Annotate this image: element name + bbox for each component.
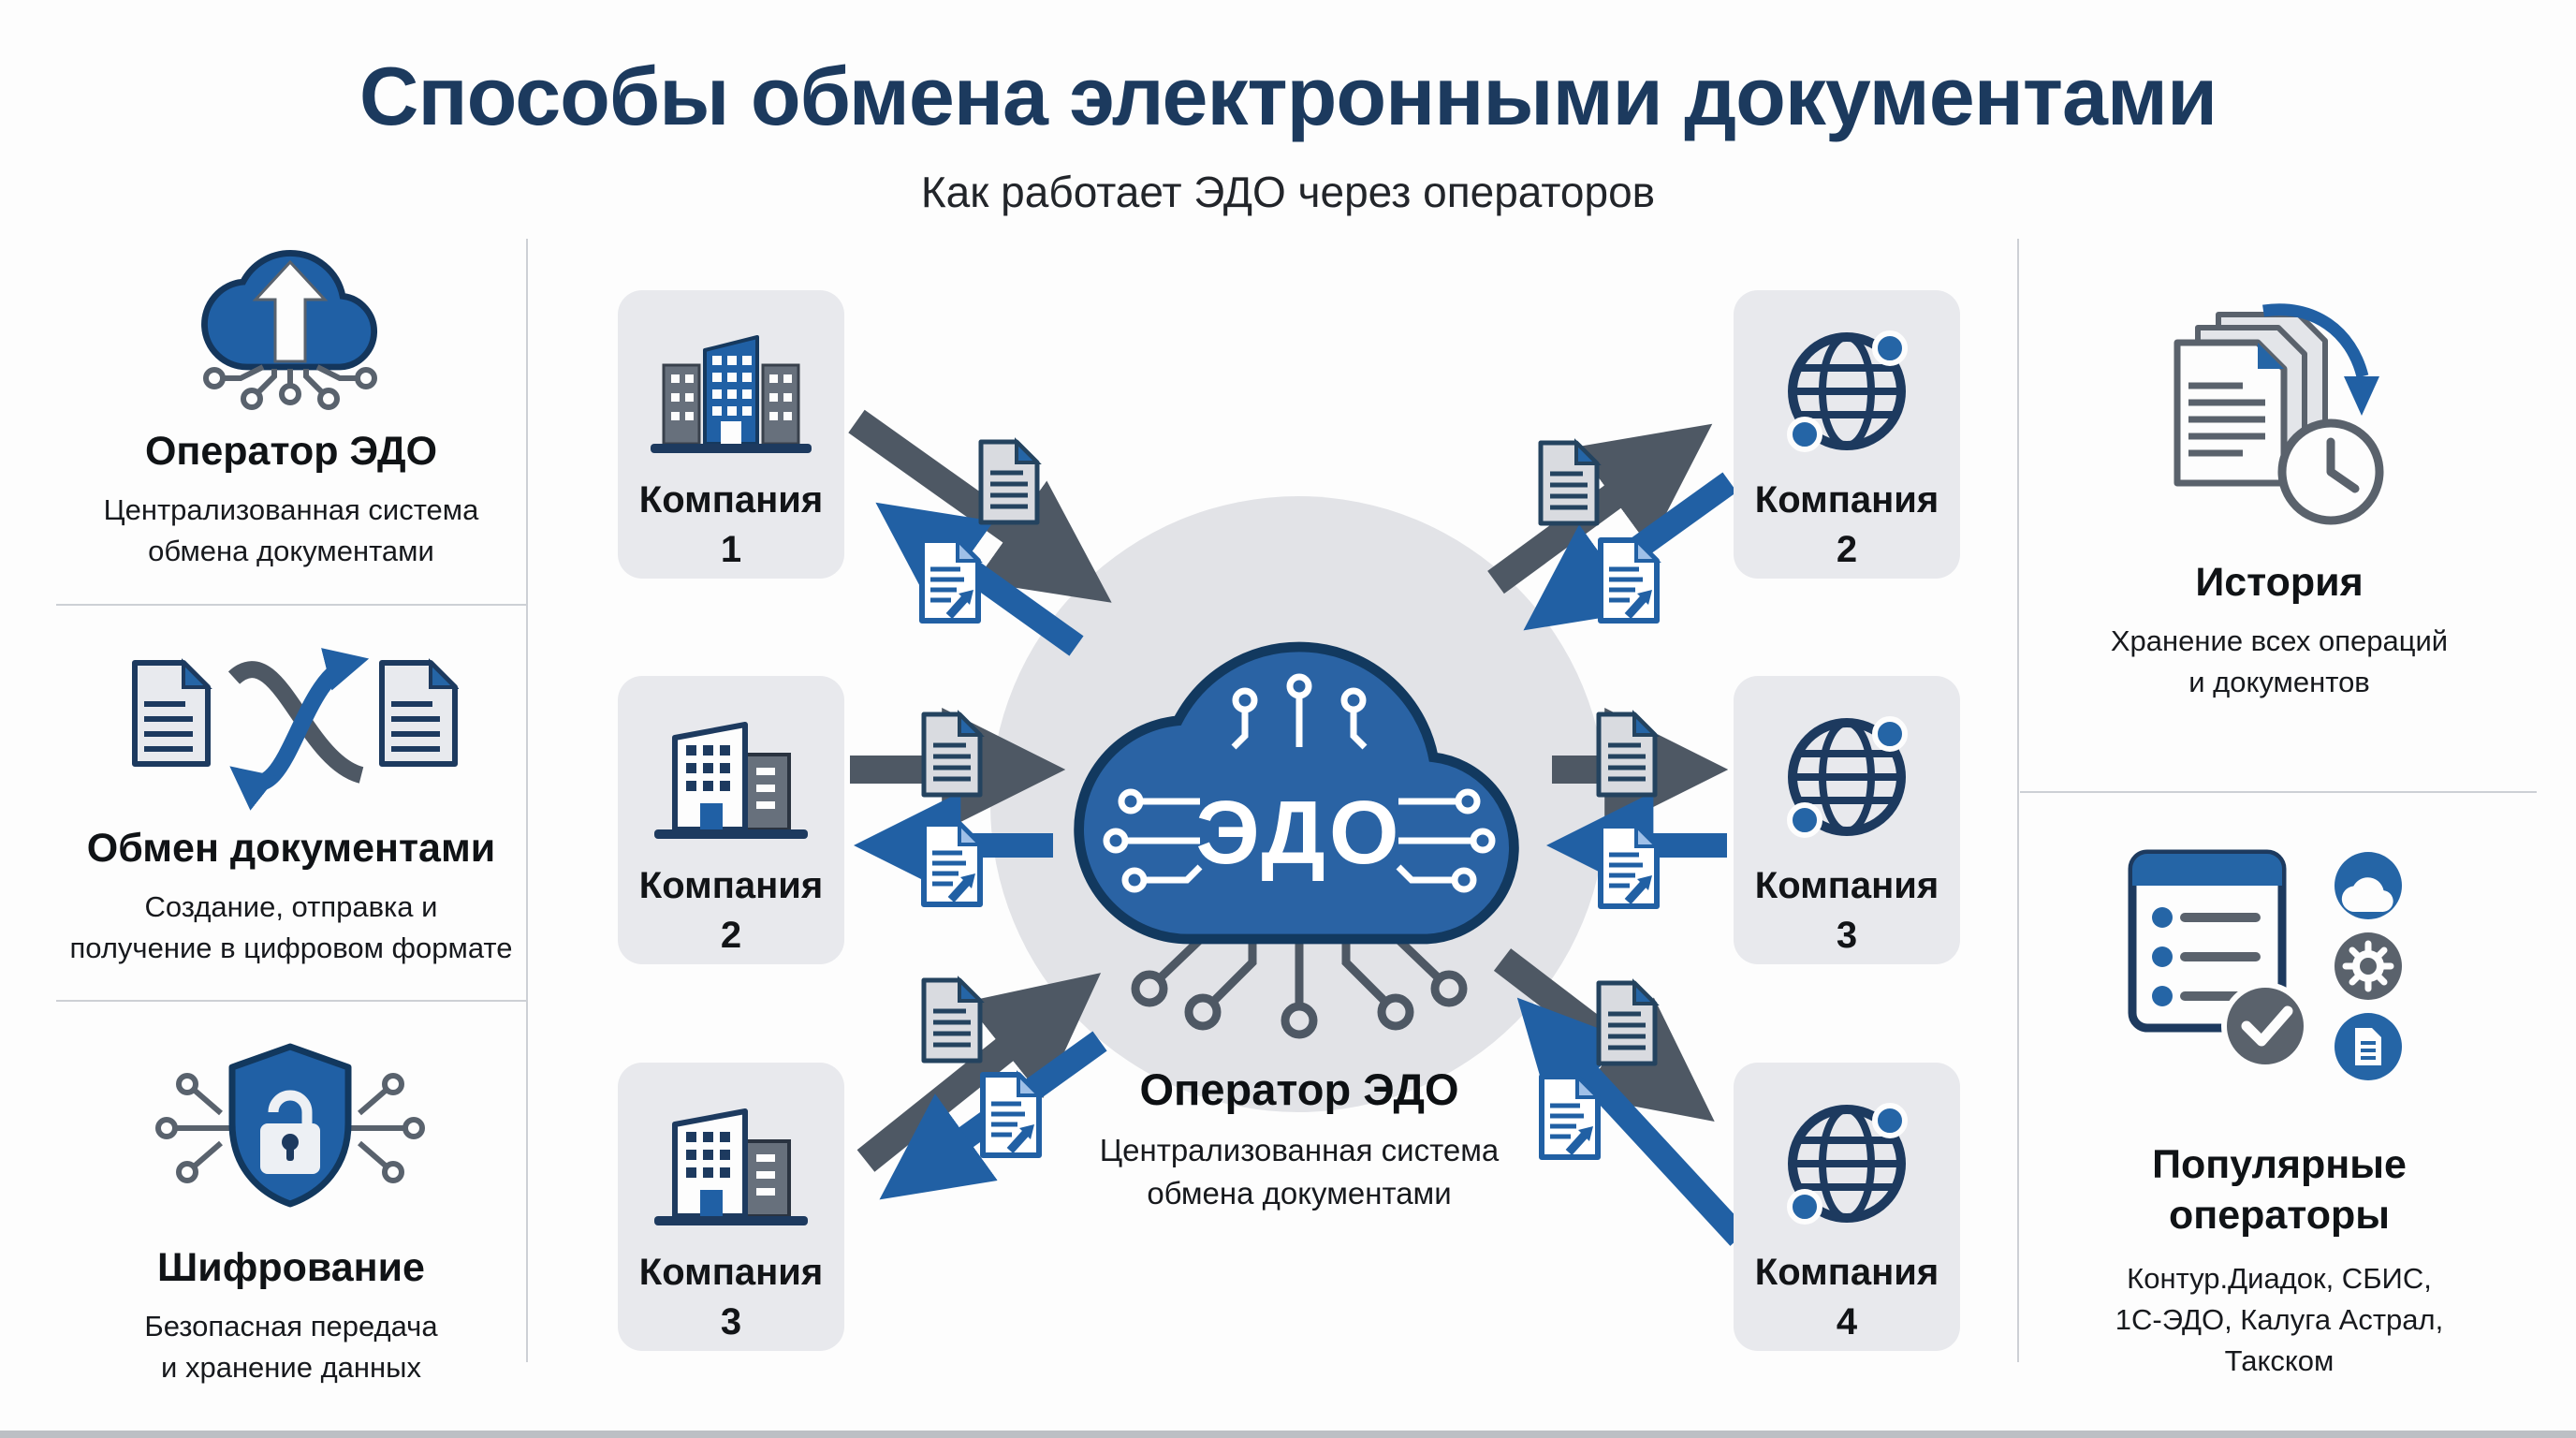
document-exchange-icon <box>132 648 459 811</box>
blue-swoosh-arrow <box>229 648 370 811</box>
company-number: 4 <box>1836 1300 1858 1343</box>
arrow-company1L-to-operator <box>848 409 1112 603</box>
company-box-right-4: Компания 4 <box>1734 1063 1960 1351</box>
document-icon <box>921 976 985 1064</box>
page-title: Способы обмена электронными документами <box>359 50 2217 142</box>
checklist-operators-icon <box>2128 849 2402 1080</box>
feature-desc-line: и хранение данных <box>161 1351 421 1385</box>
operator-desc-line: обмена документами <box>1147 1176 1452 1211</box>
document-send-icon <box>919 536 983 624</box>
feature-title: Оператор ЭДО <box>144 429 438 474</box>
shield-lock-icon <box>155 1043 425 1208</box>
globe-icon <box>1777 706 1917 848</box>
buildings-icon <box>647 1093 815 1235</box>
edo-cloud-icon: ЭДО <box>1074 641 1519 1039</box>
company-number: 2 <box>720 914 742 956</box>
feature-card-history: История Хранение всех операций и докумен… <box>2027 560 2532 703</box>
company-box-left-2: Компания 2 <box>618 676 844 964</box>
feature-desc-line: получение в цифровом формате <box>69 932 513 965</box>
feature-title-line: Популярные <box>2152 1142 2407 1187</box>
feature-title: История <box>2195 560 2364 605</box>
document-icon <box>1596 710 1660 798</box>
edo-cloud-label: ЭДО <box>1196 783 1403 883</box>
company-number: 3 <box>720 1300 742 1343</box>
feature-desc-line: 1С-ЭДО, Калуга Астрал, <box>2115 1302 2444 1336</box>
company-label: Компания <box>1754 1252 1939 1293</box>
page-subtitle: Как работает ЭДО через операторов <box>920 168 1656 216</box>
feature-card-encryption: Шифрование Безопасная передача и хранени… <box>56 1245 526 1388</box>
feature-desc-line: и документов <box>2188 666 2370 699</box>
document-send-icon <box>1598 536 1661 624</box>
left-sidebar-divider <box>526 239 528 1362</box>
document-send-icon <box>1598 821 1661 909</box>
buildings-icon <box>647 706 815 848</box>
document-icon <box>1596 978 1660 1066</box>
company-number: 1 <box>720 528 742 570</box>
cloud-upload-icon <box>201 249 378 410</box>
feature-desc-line: Централизованная система <box>103 493 479 526</box>
document-send-icon <box>1539 1072 1603 1160</box>
company-box-right-2: Компания 2 <box>1734 290 1960 579</box>
feature-title-line: операторы <box>2168 1192 2391 1238</box>
company-label: Компания <box>1754 479 1939 521</box>
company-number: 3 <box>1836 914 1858 956</box>
feature-card-operator: Оператор ЭДО Централизованная система об… <box>56 429 526 572</box>
right-sidebar-divider <box>2017 239 2019 1362</box>
company-label: Компания <box>1754 865 1939 906</box>
arrow-company4R-to-operator <box>1516 997 1749 1246</box>
globe-icon <box>1777 320 1917 462</box>
buildings-icon <box>647 320 815 462</box>
section-divider <box>56 604 526 606</box>
company-box-left-1: Компания 1 <box>618 290 844 579</box>
operator-desc: Централизованная система обмена документ… <box>972 1129 1627 1215</box>
company-label: Компания <box>638 865 824 906</box>
feature-card-operators: Популярные операторы Контур.Диадок, СБИС… <box>2027 1140 2532 1382</box>
company-label: Компания <box>638 1252 824 1293</box>
section-divider <box>56 1000 526 1002</box>
feature-desc-line: Контур.Диадок, СБИС, <box>2127 1261 2432 1295</box>
feature-desc-line: Хранение всех операций <box>2110 624 2449 657</box>
document-icon <box>921 710 985 798</box>
bottom-edge-strip <box>0 1431 2576 1438</box>
section-divider <box>2020 791 2537 793</box>
document-send-icon <box>980 1070 1044 1158</box>
globe-icon <box>1777 1093 1917 1235</box>
company-box-right-3: Компания 3 <box>1734 676 1960 964</box>
operator-desc-line: Централизованная система <box>1099 1133 1500 1167</box>
document-send-icon <box>921 819 985 907</box>
document-icon <box>1538 438 1602 526</box>
operator-title: Оператор ЭДО <box>1139 1064 1459 1114</box>
feature-desc-line: Создание, отправка и <box>144 890 438 923</box>
check-circle-icon <box>2221 982 2309 1070</box>
feature-card-exchange: Обмен документами Создание, отправка и п… <box>56 826 526 969</box>
feature-desc-line: Такском <box>2224 1343 2334 1377</box>
feature-desc-line: Безопасная передача <box>144 1310 438 1343</box>
feature-desc-line: обмена документами <box>148 535 434 568</box>
company-box-left-3: Компания 3 <box>618 1063 844 1351</box>
company-number: 2 <box>1836 528 1858 570</box>
document-icon <box>978 437 1042 525</box>
feature-title: Обмен документами <box>86 826 496 871</box>
documents-history-icon <box>2174 303 2384 525</box>
company-label: Компания <box>638 479 824 521</box>
feature-title: Шифрование <box>157 1245 425 1290</box>
